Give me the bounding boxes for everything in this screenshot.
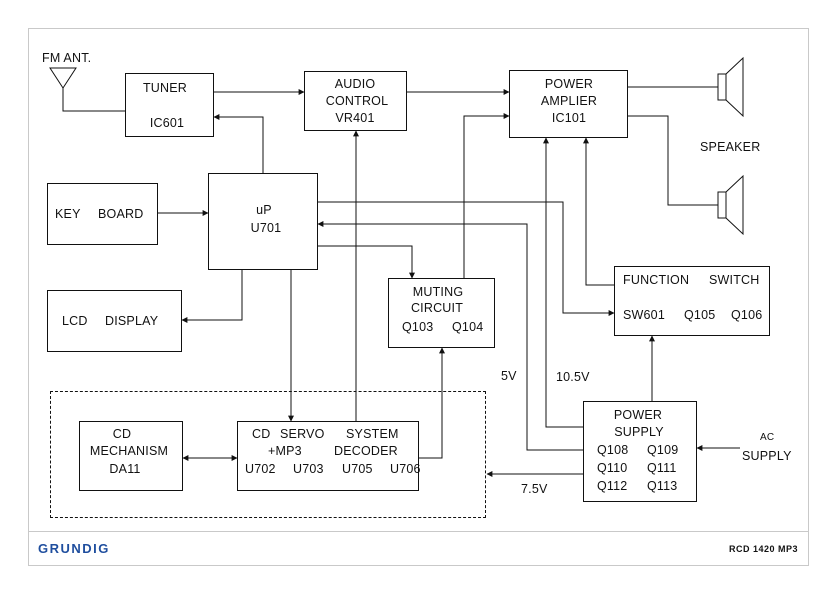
voltage-10-5v: 10.5V bbox=[556, 370, 590, 384]
muting-q2: Q104 bbox=[452, 320, 484, 334]
cd-servo-ic: U705 bbox=[342, 462, 373, 476]
antenna-wire bbox=[62, 88, 125, 112]
cd-servo-ic: U706 bbox=[390, 462, 421, 476]
keyboard-block bbox=[47, 183, 158, 245]
voltage-7-5v: 7.5V bbox=[521, 482, 548, 496]
audio-control-block bbox=[304, 71, 407, 131]
psu-transistor: Q112 bbox=[597, 479, 628, 493]
function-q1: Q105 bbox=[684, 308, 716, 322]
voltage-5v: 5V bbox=[501, 369, 517, 383]
wire-10v-amp bbox=[543, 137, 583, 428]
wire-function-amp bbox=[583, 137, 614, 286]
audio-control-line2: CONTROL bbox=[325, 94, 389, 108]
cd-servo-block bbox=[237, 421, 419, 491]
cd-servo-word-b: SERVO bbox=[280, 427, 325, 441]
power-amplifier-block bbox=[509, 70, 628, 138]
psu-transistor: Q109 bbox=[647, 443, 679, 457]
lcd-word2: DISPLAY bbox=[105, 314, 159, 328]
power-amp-ic: IC101 bbox=[551, 111, 587, 125]
model-number: RCD 1420 MP3 bbox=[728, 544, 798, 554]
cd-servo-word-e: DECODER bbox=[334, 444, 398, 458]
speaker-label: SPEAKER bbox=[700, 140, 761, 154]
keyboard-word2: BOARD bbox=[98, 207, 144, 221]
up-title: uP bbox=[256, 203, 272, 217]
lcd-word1: LCD bbox=[62, 314, 88, 328]
wire-up-muting bbox=[318, 245, 415, 279]
power-supply-line2: SUPPLY bbox=[614, 425, 664, 439]
psu-transistor: Q111 bbox=[647, 461, 677, 475]
footer-divider bbox=[28, 531, 809, 532]
lcd-display-block bbox=[47, 290, 182, 352]
antenna-label: FM ANT. bbox=[42, 51, 92, 65]
cd-servo-ic: U703 bbox=[293, 462, 324, 476]
audio-control-line1: AUDIO bbox=[334, 77, 376, 91]
muting-line2: CIRCUIT bbox=[410, 301, 464, 315]
ac-supply-line1: AC bbox=[760, 432, 775, 443]
wire-cdservo-muting bbox=[419, 347, 445, 459]
function-word1: FUNCTION bbox=[623, 273, 690, 287]
cd-mech-line1: CD bbox=[112, 427, 132, 441]
cd-mech-line2: MECHANISM bbox=[89, 444, 169, 458]
cd-section-outline bbox=[50, 391, 486, 518]
page-frame bbox=[28, 28, 809, 566]
wire-up-function bbox=[318, 201, 615, 316]
function-word2: SWITCH bbox=[709, 273, 760, 287]
keyboard-word1: KEY bbox=[55, 207, 81, 221]
cd-servo-word-a: CD bbox=[252, 427, 271, 441]
microprocessor-block bbox=[208, 173, 318, 270]
power-supply-line1: POWER bbox=[613, 408, 663, 422]
function-q2: Q106 bbox=[731, 308, 763, 322]
cd-servo-ic: U702 bbox=[245, 462, 276, 476]
wire-up-tuner bbox=[213, 114, 264, 173]
muting-circuit-block bbox=[388, 278, 495, 348]
power-amp-line2: AMPLIER bbox=[540, 94, 598, 108]
ac-supply-line2: SUPPLY bbox=[742, 449, 792, 463]
muting-line1: MUTING bbox=[412, 285, 464, 299]
speaker-top-icon bbox=[717, 56, 744, 118]
audio-control-ic: VR401 bbox=[335, 111, 375, 125]
tuner-title: TUNER bbox=[142, 81, 188, 95]
function-switch-block bbox=[614, 266, 770, 336]
cd-mechanism-block bbox=[79, 421, 183, 491]
cd-servo-word-d: +MP3 bbox=[268, 444, 302, 458]
tuner-block bbox=[125, 73, 214, 137]
power-amp-line1: POWER bbox=[544, 77, 594, 91]
cd-mech-ic: DA11 bbox=[109, 462, 141, 476]
psu-transistor: Q108 bbox=[597, 443, 629, 457]
wire-5v-up bbox=[317, 221, 583, 451]
brand-logo: GRUNDIG bbox=[38, 541, 110, 556]
wire-amp-speaker2 bbox=[628, 115, 718, 206]
up-ic: U701 bbox=[250, 221, 282, 235]
antenna-symbol bbox=[49, 67, 77, 89]
wire-muting-amp bbox=[463, 113, 510, 278]
psu-transistor: Q113 bbox=[647, 479, 678, 493]
power-supply-block bbox=[583, 401, 697, 502]
muting-q1: Q103 bbox=[402, 320, 434, 334]
tuner-ic: IC601 bbox=[149, 116, 185, 130]
speaker-bottom-icon bbox=[717, 174, 744, 236]
psu-transistor: Q110 bbox=[597, 461, 628, 475]
function-sw: SW601 bbox=[623, 308, 665, 322]
cd-servo-word-c: SYSTEM bbox=[346, 427, 399, 441]
wire-up-lcd bbox=[181, 270, 243, 323]
